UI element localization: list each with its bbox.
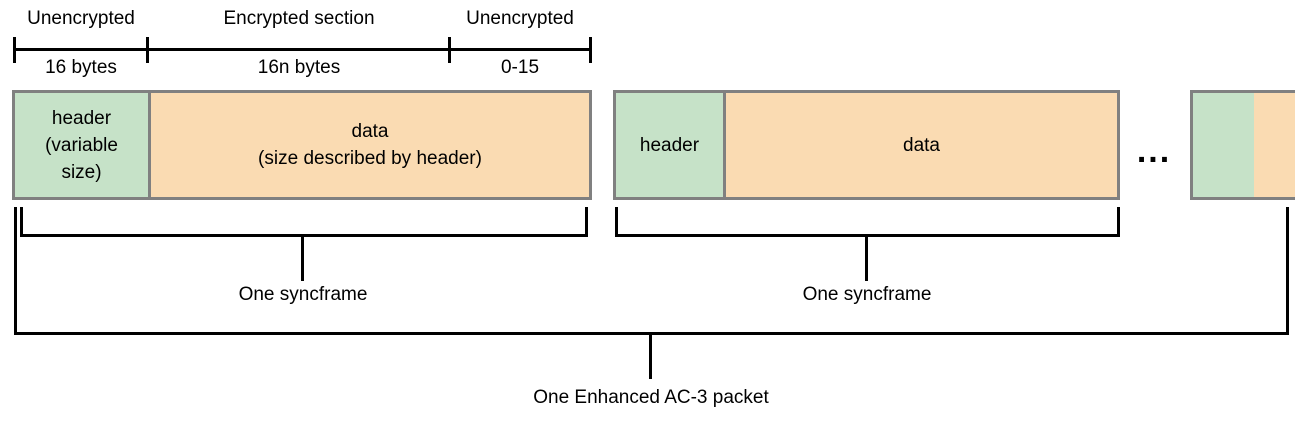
ellipsis: ... (1136, 132, 1172, 170)
ruler-size-label: 16 bytes (45, 57, 117, 78)
brace-tick (1117, 207, 1120, 237)
ruler-line (14, 48, 592, 51)
ruler-segment-label: Encrypted section (223, 8, 375, 29)
data-cell (1254, 93, 1295, 197)
syncframe-box-2: header data (613, 90, 1120, 200)
brace-tick (615, 207, 618, 237)
brace-tick (585, 207, 588, 237)
header-cell (1193, 93, 1254, 197)
ruler-size-label: 16n bytes (257, 57, 341, 78)
ruler-tick (13, 37, 16, 63)
brace-line (20, 234, 588, 237)
syncframe-box-1: header (variable size) data (size descri… (12, 90, 592, 200)
packet-brace-tick (14, 207, 17, 335)
brace-stem (865, 234, 868, 281)
brace-stem (301, 234, 304, 281)
data-cell: data (size described by header) (151, 93, 589, 197)
header-cell: header (616, 93, 726, 197)
brace-label: One syncframe (238, 284, 368, 305)
ruler-tick (146, 37, 149, 63)
ruler-segment-label: Unencrypted (466, 8, 574, 29)
data-cell: data (726, 93, 1117, 197)
ruler-segment-label: Unencrypted (27, 8, 135, 29)
ruler-tick (589, 37, 592, 63)
brace-label: One syncframe (802, 284, 932, 305)
packet-brace-tick (1286, 207, 1289, 335)
ruler-tick (448, 37, 451, 63)
syncframe-box-partial (1190, 90, 1295, 200)
packet-brace-label: One Enhanced AC-3 packet (533, 387, 769, 408)
brace-tick (20, 207, 23, 237)
packet-brace-stem (649, 332, 652, 379)
ruler-size-label: 0-15 (500, 57, 540, 78)
header-cell: header (variable size) (15, 93, 151, 197)
